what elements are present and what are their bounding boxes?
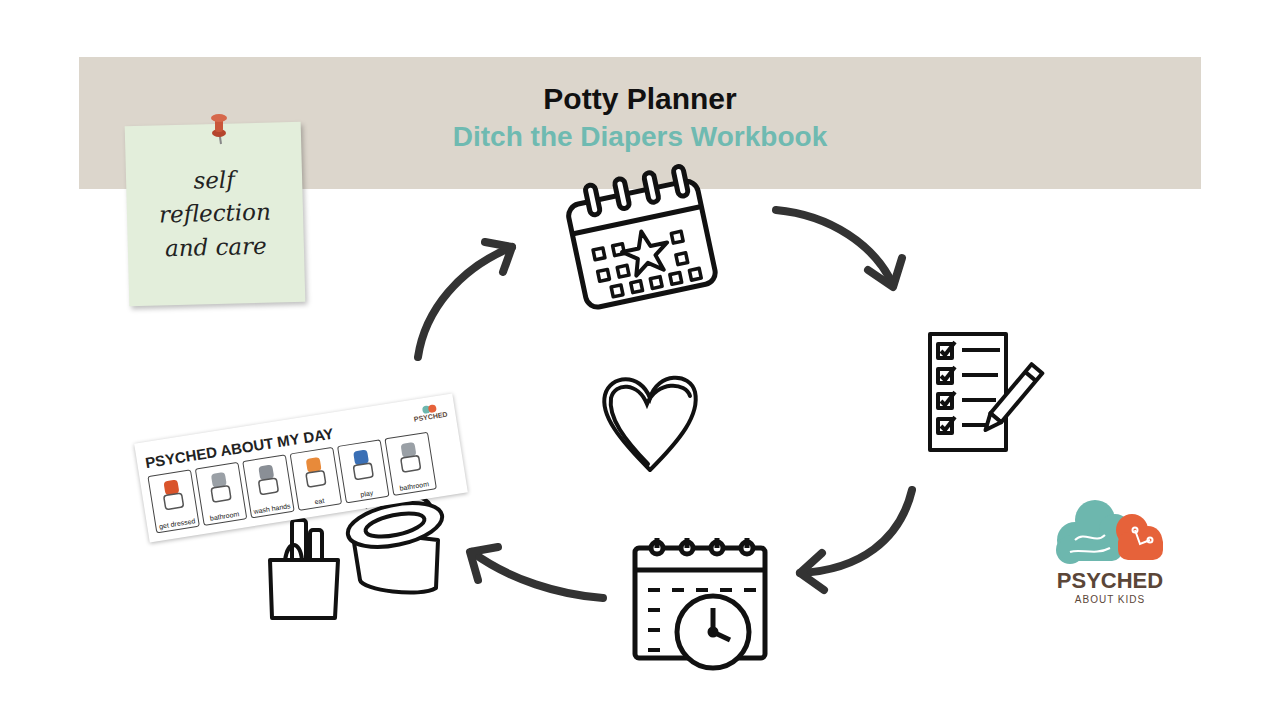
shopping-bag-icon (270, 520, 338, 618)
card-label: bathroom (209, 510, 239, 522)
calendar-star-icon (563, 163, 717, 309)
schedule-card: get dressed (147, 469, 200, 533)
checklist-icon (930, 334, 1042, 450)
title: Potty Planner (79, 82, 1201, 116)
schedule-card: eat (290, 447, 343, 511)
card-icon (392, 437, 427, 475)
card-icon (202, 467, 237, 505)
schedule-card: play (337, 439, 390, 503)
logo-text: PSYCHED (1040, 568, 1180, 594)
card-label: wash hands (253, 502, 291, 515)
heart-icon (604, 378, 696, 470)
logo-text: ABOUT KIDS (1040, 594, 1180, 605)
brand-logo-clouds (1056, 500, 1163, 564)
card-label: bathroom (399, 480, 429, 492)
card-label: play (360, 489, 374, 498)
card-label: eat (314, 496, 325, 505)
card-icon (297, 452, 332, 490)
schedule-card: bathroom (384, 432, 437, 496)
card-label: get dressed (158, 517, 195, 530)
schedule-card: bathroom (195, 462, 248, 526)
schedule-card: wash hands (242, 454, 295, 518)
calendar-clock-icon (635, 538, 765, 668)
strip-logo-text: PSYCHED (413, 410, 448, 422)
strip-logo: PSYCHED (412, 401, 448, 423)
cycle-arrows (418, 210, 912, 598)
card-icon (345, 444, 380, 482)
sticky-note: self reflection and care (125, 122, 306, 307)
note-text: self reflection and care (158, 163, 273, 266)
card-icon (250, 459, 285, 497)
card-icon (155, 474, 190, 512)
